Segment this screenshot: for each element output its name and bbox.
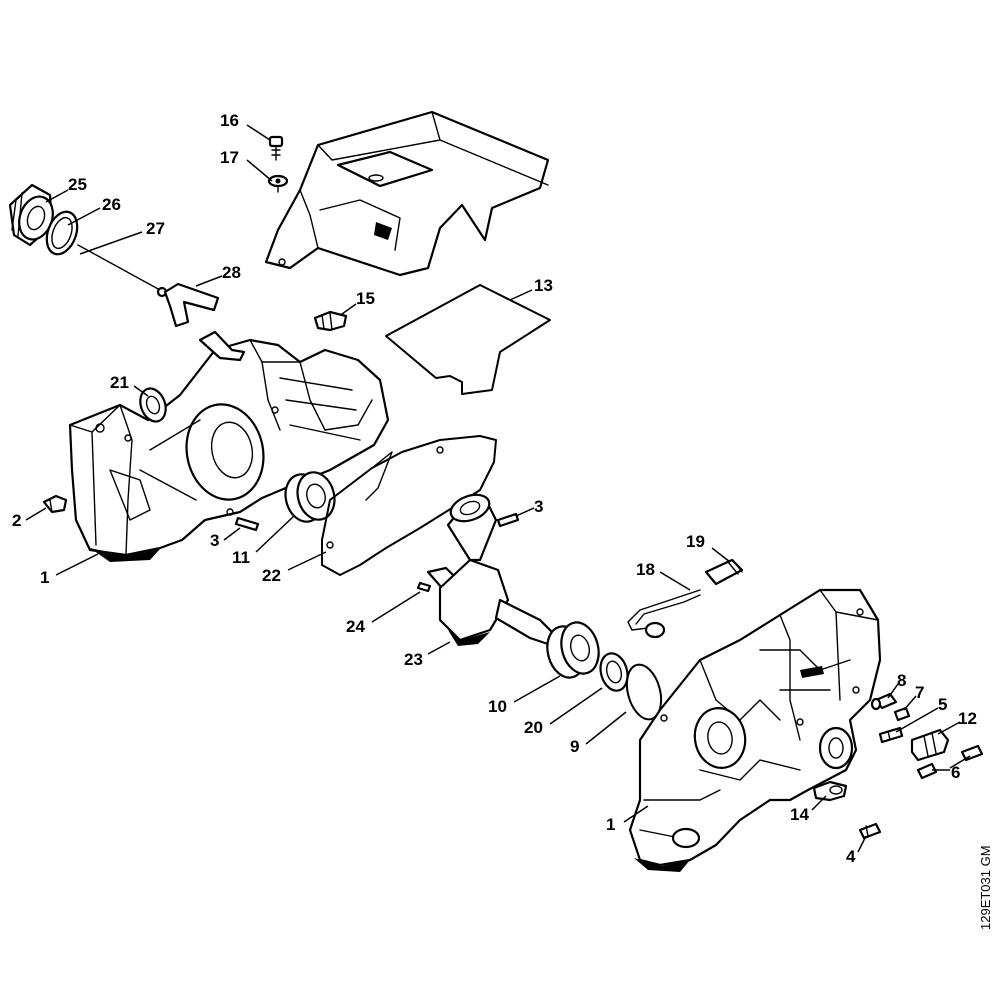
callout-11: 11 [232, 548, 250, 567]
pin-3-right [496, 512, 520, 528]
seal-20 [599, 652, 629, 692]
callout-20: 20 [524, 718, 543, 737]
screw-16 [268, 135, 284, 161]
callout-6: 6 [951, 763, 960, 782]
leader-lines [25, 124, 971, 853]
callout-1-right: 1 [606, 815, 615, 834]
screw-17 [267, 174, 289, 193]
callout-24: 24 [346, 617, 365, 636]
part-12 [910, 728, 950, 762]
screw-14 [812, 780, 848, 802]
callout-7: 7 [915, 683, 924, 702]
screw-15 [313, 310, 348, 332]
washer-26 [45, 210, 79, 256]
callout-14: 14 [790, 805, 809, 824]
callout-19: 19 [686, 532, 705, 551]
bracket-28 [163, 282, 220, 328]
callout-10: 10 [488, 697, 507, 716]
callout-13: 13 [534, 276, 553, 295]
knob-25 [8, 183, 54, 247]
crankcase-left [68, 330, 390, 562]
callout-22: 22 [262, 566, 281, 585]
oil-line-18 [627, 589, 701, 639]
top-cover [264, 110, 550, 277]
ring-9 [625, 663, 663, 721]
part-8 [870, 692, 898, 711]
callout-8: 8 [897, 671, 906, 690]
callout-3-right: 3 [534, 497, 543, 516]
callout-25: 25 [68, 175, 87, 194]
callout-26: 26 [102, 195, 121, 214]
crankcase-right [628, 588, 882, 872]
pin-24 [416, 581, 432, 593]
callout-15: 15 [356, 289, 375, 308]
callout-2: 2 [12, 511, 21, 530]
bearing-10 [546, 621, 600, 679]
callout-18: 18 [636, 560, 655, 579]
rod-27 [77, 244, 168, 298]
callout-16: 16 [220, 111, 239, 130]
part-6a [916, 762, 938, 780]
callout-labels: 16 17 25 26 27 28 15 13 21 2 3 11 1 22 3… [12, 111, 977, 866]
gasket-22 [321, 435, 497, 576]
callout-12: 12 [958, 709, 977, 728]
part-6b [960, 744, 984, 762]
plug-2 [42, 494, 68, 514]
callout-3-left: 3 [210, 531, 219, 550]
pin-3-left [234, 516, 260, 532]
part-7 [893, 706, 911, 722]
callout-1-left: 1 [40, 568, 49, 587]
callout-27: 27 [146, 219, 165, 238]
callout-23: 23 [404, 650, 423, 669]
fitting-19 [704, 558, 744, 586]
callout-17: 17 [220, 148, 239, 167]
callout-28: 28 [222, 263, 241, 282]
callout-21: 21 [110, 373, 129, 392]
bearing-11 [284, 471, 336, 523]
drawing-reference-code: 129ET031 GM [978, 845, 993, 930]
gasket-13 [385, 284, 551, 395]
part-4 [858, 822, 882, 840]
seal-21 [139, 387, 167, 423]
callout-9: 9 [570, 737, 579, 756]
callout-4: 4 [846, 847, 856, 866]
callout-5: 5 [938, 695, 947, 714]
